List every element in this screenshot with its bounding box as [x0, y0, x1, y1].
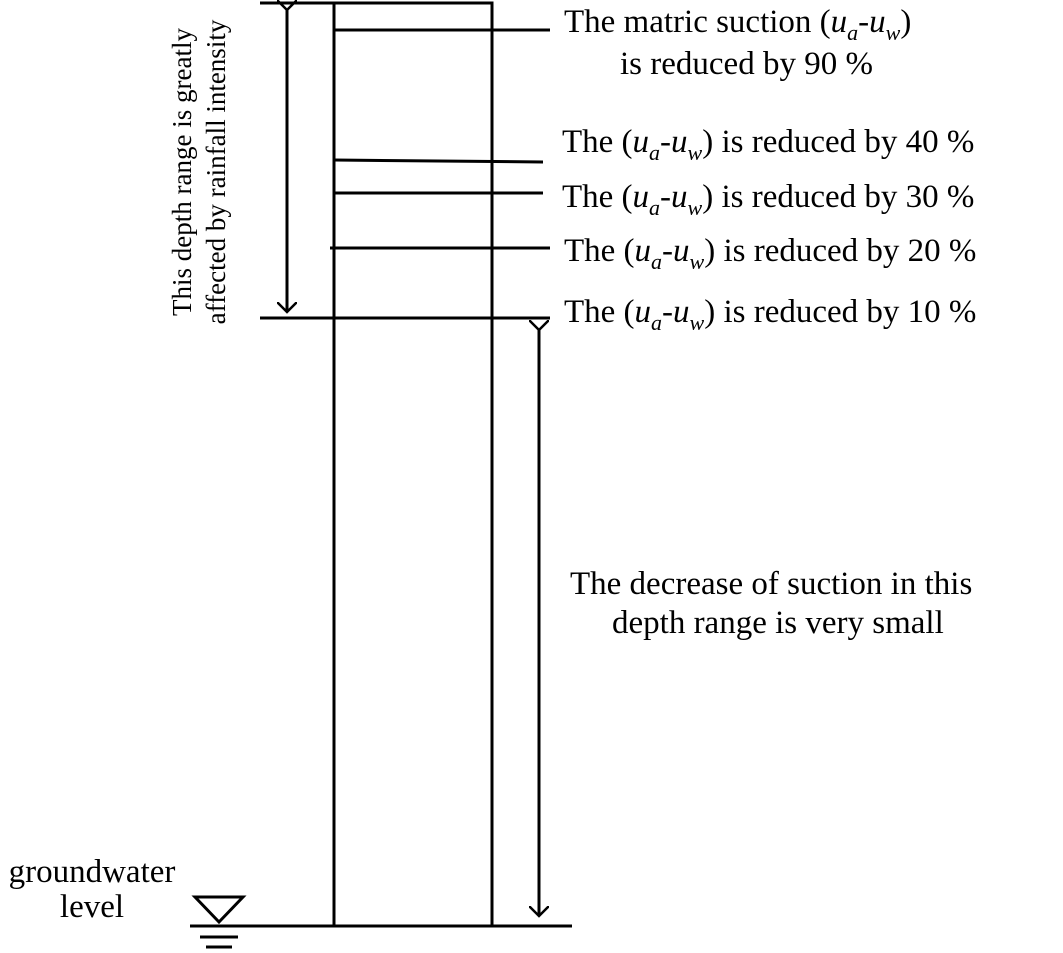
water-table-icon — [191, 895, 247, 949]
soil-column — [332, 1, 494, 928]
groundwater-label-line2: level — [60, 889, 124, 925]
label-90-line1: The matric suction (ua-uw) — [564, 4, 911, 45]
label-10: The (ua-uw) is reduced by 10 % — [564, 294, 976, 335]
label-30: The (ua-uw) is reduced by 30 % — [562, 179, 974, 220]
label-90-line2: is reduced by 90 % — [620, 46, 873, 82]
upper-range-label-line1: This depth range is greatly — [167, 28, 197, 316]
lower-range-label-line2: depth range is very small — [612, 605, 944, 641]
upper-range-label-line2: affected by rainfall intensity — [201, 19, 231, 324]
groundwater-label-line1: groundwater — [9, 854, 176, 890]
label-40: The (ua-uw) is reduced by 40 % — [562, 124, 974, 165]
lower-range-label-line1: The decrease of suction in this — [570, 566, 972, 602]
line-40-percent — [333, 158, 544, 164]
label-20: The (ua-uw) is reduced by 20 % — [564, 233, 976, 274]
